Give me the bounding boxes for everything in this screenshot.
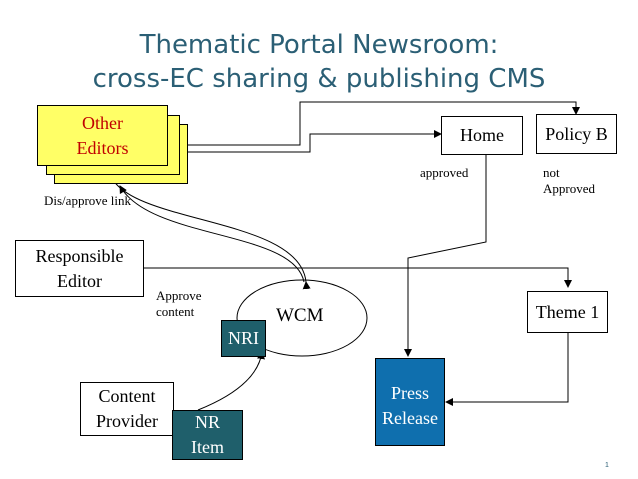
connector-nritem-nri [197, 351, 265, 411]
not-approved-label: not Approved [543, 165, 595, 196]
policy-b-box[interactable]: Policy B [536, 114, 617, 154]
home-box[interactable]: Home [441, 116, 523, 155]
connector-wcm-editors-b [111, 177, 311, 290]
press-release-box[interactable]: Press Release [375, 358, 445, 446]
connector-theme-press [445, 333, 569, 406]
nri-box[interactable]: NRI [221, 320, 266, 357]
connector-home-press [404, 155, 487, 357]
slide-title-line-1: Thematic Portal Newsroom: [139, 30, 499, 60]
page-number: 1 [605, 462, 609, 469]
slide-title-line-2: cross-EC sharing & publishing CMS [92, 64, 546, 94]
approve-content-label: Approve content [156, 288, 202, 319]
content-provider-box[interactable]: Content Provider [80, 382, 174, 436]
wcm-ellipse [236, 279, 368, 357]
nr-item-box[interactable]: NR Item [172, 410, 243, 460]
wcm-label: WCM [276, 305, 324, 326]
other-editors-box[interactable]: Other Editors [37, 105, 168, 166]
connector-editor-theme [137, 264, 572, 288]
connector-wcm-editors-a [119, 185, 305, 283]
connector-editors-home [164, 130, 442, 153]
connector-editors-policy [164, 101, 580, 146]
disapprove-link-label: Dis/approve link [44, 193, 132, 208]
responsible-editor-box[interactable]: Responsible Editor [15, 240, 144, 297]
theme-1-box[interactable]: Theme 1 [527, 291, 608, 333]
approved-label: approved [420, 165, 469, 180]
